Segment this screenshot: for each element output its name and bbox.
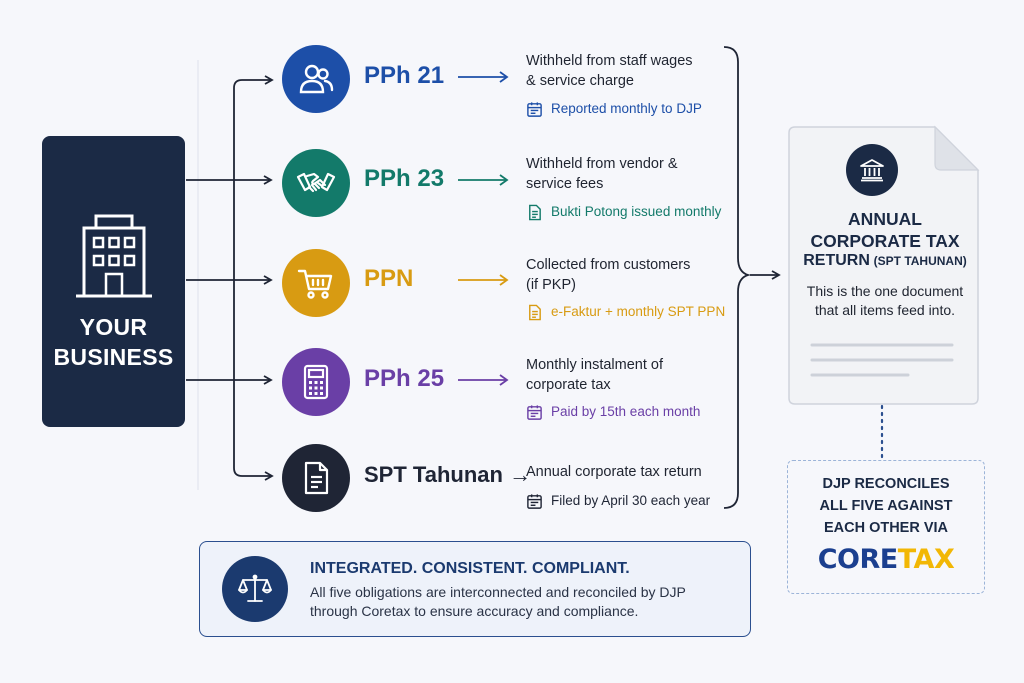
spt-desc: Annual corporate tax return — [526, 462, 702, 482]
document-description: This is the one document that all items … — [800, 282, 970, 320]
arrow-pph21 — [458, 71, 509, 83]
banner-text: All five obligations are interconnected … — [310, 583, 730, 621]
cart-icon — [297, 269, 333, 299]
pph25-note: Paid by 15th each month — [526, 403, 700, 421]
spt-circle — [282, 444, 350, 512]
scales-icon — [238, 574, 272, 602]
djp-reconcile-text: DJP RECONCILES ALL FIVE AGAINST EACH OTH… — [787, 473, 985, 539]
pph23-circle — [282, 149, 350, 217]
ppn-note-text: e-Faktur + monthly SPT PPN — [551, 304, 726, 319]
trunk-line — [233, 79, 270, 477]
pph23-code: PPh 23 — [364, 165, 445, 192]
arrow-pph25 — [458, 374, 509, 386]
compliance-banner — [199, 541, 751, 637]
calendar-icon — [527, 493, 542, 509]
coretax-logo: CORETAX — [787, 544, 985, 575]
handshake-icon — [296, 172, 336, 193]
pph21-desc-line1: Withheld from staff wages — [526, 53, 693, 69]
pph21-desc: Withheld from staff wages & service char… — [526, 51, 693, 91]
ppn-circle — [282, 249, 350, 317]
pph23-desc-line1: Withheld from vendor & — [526, 156, 678, 172]
pph25-desc: Monthly instalment of corporate tax — [526, 355, 663, 395]
business-label-line2: BUSINESS — [53, 344, 174, 370]
your-business-block: YOUR BUSINESS — [42, 136, 185, 427]
banner-text-line2: through Coretax to ensure accuracy and c… — [310, 603, 639, 619]
ppn-note: e-Faktur + monthly SPT PPN — [526, 303, 725, 321]
ppn-desc-line2: (if PKP) — [526, 277, 576, 293]
file-icon — [304, 461, 329, 495]
djp-reconcile-box — [787, 460, 985, 594]
document-icon — [529, 304, 541, 320]
bracket — [723, 46, 752, 509]
business-label-line1: YOUR — [79, 314, 148, 340]
pph21-code: PPh 21 — [364, 62, 445, 89]
djp-line1: DJP RECONCILES — [822, 476, 950, 492]
banner-title: INTEGRATED. CONSISTENT. COMPLIANT. — [310, 560, 630, 577]
arrow-pph23 — [458, 174, 509, 186]
pph23-desc: Withheld from vendor & service fees — [526, 154, 678, 194]
pph25-note-text: Paid by 15th each month — [551, 404, 701, 419]
ppn-code: PPN — [364, 265, 414, 292]
spt-code: SPT Tahunan → — [364, 462, 531, 488]
calendar-icon — [527, 404, 542, 420]
pph23-note-text: Bukti Potong issued monthly — [551, 204, 722, 219]
document-icon — [529, 204, 541, 220]
document-subtitle: RETURN (SPT TAHUNAN) — [795, 252, 975, 270]
spt-note-text: Filed by April 30 each year — [551, 493, 711, 508]
document-title: ANNUAL CORPORATE TAX — [795, 208, 975, 252]
coretax-logo-tax: TAX — [897, 544, 955, 575]
spt-desc-line1: Annual corporate tax return — [526, 464, 702, 480]
pph25-desc-line1: Monthly instalment of — [526, 357, 664, 373]
djp-line2: ALL FIVE AGAINST — [819, 498, 953, 514]
pph23-note: Bukti Potong issued monthly — [526, 203, 721, 221]
document-subtitle-main: RETURN — [803, 252, 870, 269]
document-desc-line1: This is the one document — [806, 283, 964, 299]
banner-text-line1: All five obligations are interconnected … — [310, 584, 686, 600]
ppn-desc: Collected from customers (if PKP) — [526, 255, 690, 295]
document-subtitle-paren: (SPT TAHUNAN) — [873, 254, 967, 268]
pph25-circle — [282, 348, 350, 416]
spt-code-text: SPT Tahunan — [364, 462, 503, 487]
document-page — [788, 125, 980, 405]
spt-note: Filed by April 30 each year — [526, 492, 710, 510]
pph25-desc-line2: corporate tax — [526, 377, 611, 393]
ppn-desc-line1: Collected from customers — [526, 257, 691, 273]
pph23-desc-line2: service fees — [526, 176, 604, 192]
document-title-line2: CORPORATE TAX — [810, 231, 960, 251]
pph21-note: Reported monthly to DJP — [526, 100, 702, 118]
banner-badge — [222, 556, 288, 622]
users-icon — [299, 64, 334, 94]
business-label: YOUR BUSINESS — [42, 312, 185, 372]
pph21-desc-line2: & service charge — [526, 73, 634, 89]
calendar-icon — [527, 101, 542, 117]
document-badge — [846, 144, 898, 196]
pph21-note-text: Reported monthly to DJP — [551, 101, 702, 116]
pph21-circle — [282, 45, 350, 113]
bank-icon — [860, 159, 884, 182]
calculator-icon — [303, 364, 329, 400]
arrow-ppn — [458, 274, 509, 286]
coretax-logo-core: CORE — [817, 544, 899, 575]
document-desc-line2: that all items feed into. — [814, 302, 956, 318]
pph25-code: PPh 25 — [364, 365, 445, 392]
document-title-line1: ANNUAL — [848, 209, 922, 229]
building-icon — [76, 214, 152, 298]
djp-line3: EACH OTHER VIA — [823, 520, 949, 536]
spt-arrow: → — [509, 462, 532, 487]
